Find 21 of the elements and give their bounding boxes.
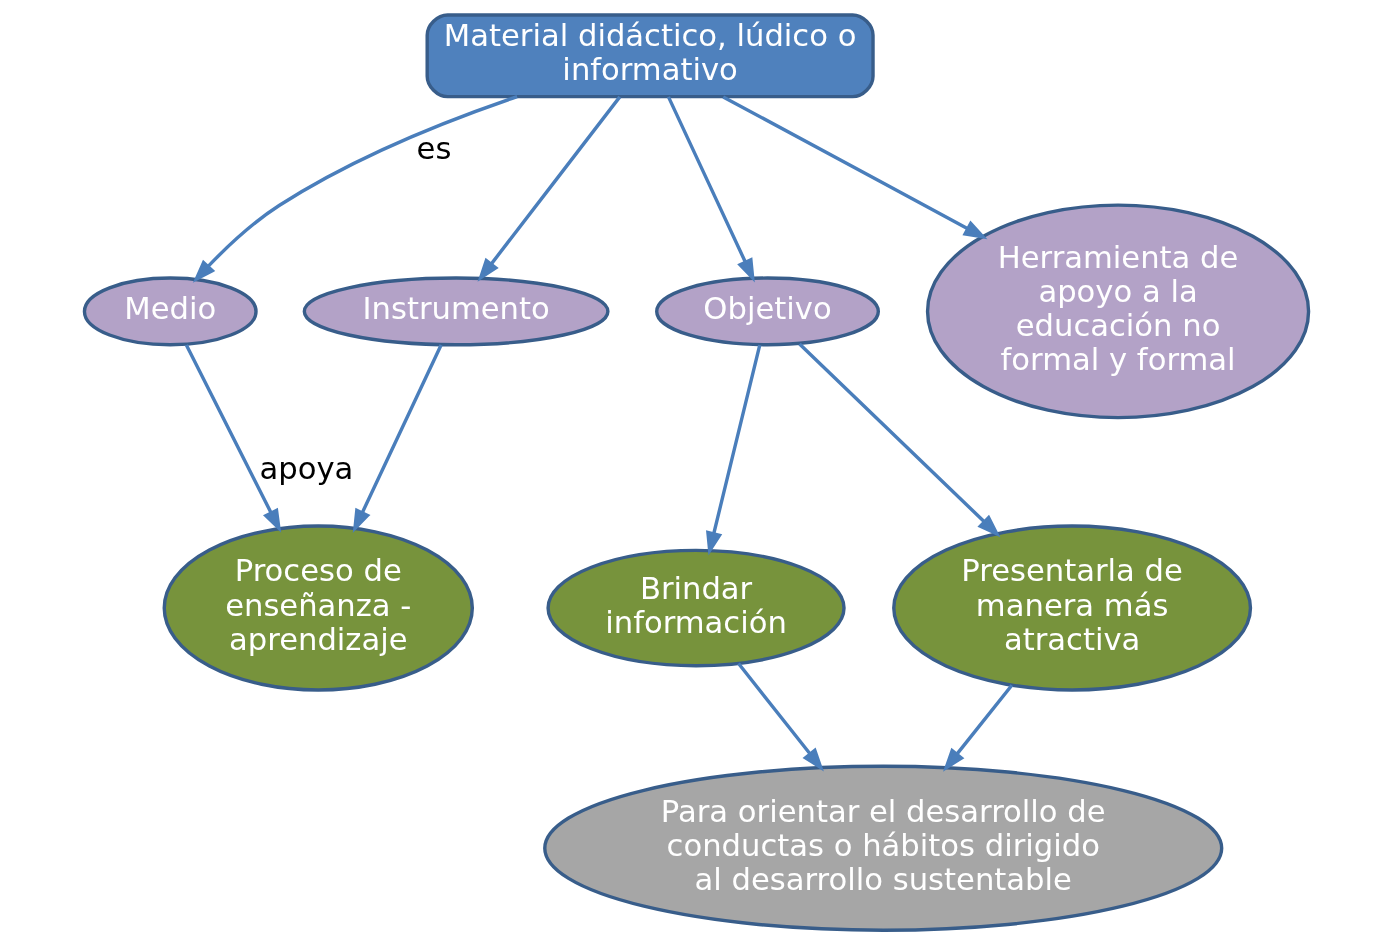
node-ellipse: Herramienta de apoyo a la educación no formal y formal: [925, 203, 1310, 420]
arrow: [705, 344, 761, 556]
arrow: [797, 342, 1000, 538]
node-box: Material didáctico, lúdico o informativo: [425, 13, 875, 99]
node-ellipse: Proceso de enseñanza - aprendizaje: [162, 524, 474, 692]
node-ellipse: Para orientar el desarrollo de conductas o hábitos dirigido al desarrollo sustentable: [542, 764, 1223, 932]
node-ellipse: Instrumento: [302, 276, 610, 347]
arrow: [666, 96, 755, 283]
edge-label: apoya: [258, 451, 353, 487]
node-ellipse: Brindar información: [545, 548, 846, 668]
arrow: [192, 95, 518, 283]
arrow: [942, 684, 1013, 772]
arrow: [721, 95, 987, 240]
node-ellipse: Objetivo: [654, 276, 880, 347]
arrow: [184, 344, 281, 533]
arrow: [477, 95, 621, 282]
node-ellipse: Medio: [82, 276, 258, 347]
arrow: [736, 662, 824, 772]
node-ellipse: Presentarla de manera más atractiva: [891, 524, 1252, 692]
arrow: [352, 344, 443, 533]
edge-label: es: [416, 130, 451, 166]
